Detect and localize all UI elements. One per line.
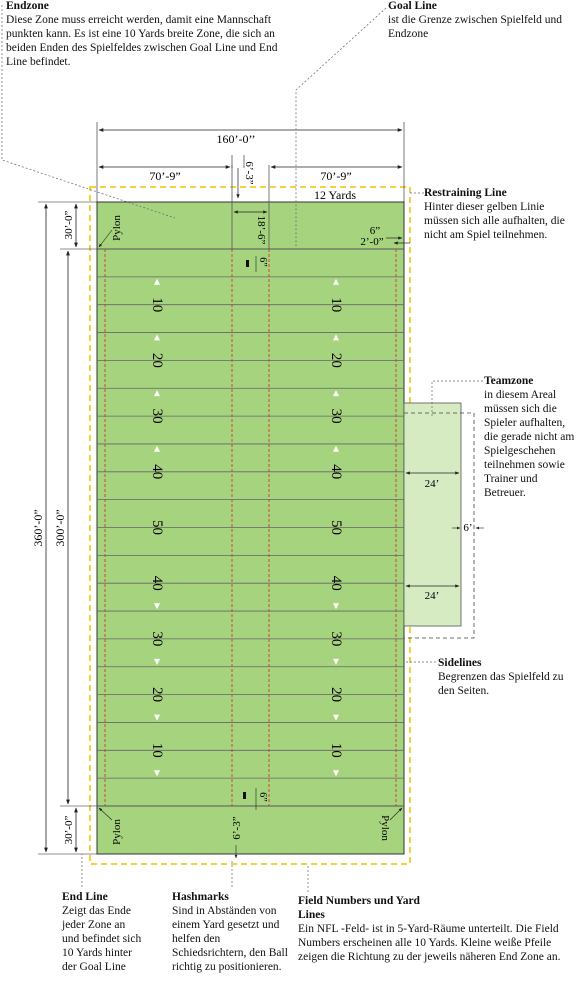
dim-hash-gap: 6’-3” bbox=[243, 161, 255, 184]
annotation-sidelines: Sidelines Begrenzen das Spielfeld zu den… bbox=[438, 656, 576, 698]
leader-teamzone bbox=[431, 380, 483, 418]
end-line-text: Zeigt das Ende jeder Zone an und befinde… bbox=[62, 905, 142, 973]
dim-total-length: 360’-0” bbox=[31, 509, 45, 546]
direction-arrow bbox=[333, 445, 339, 452]
direction-arrows bbox=[154, 278, 339, 777]
annotation-field-numbers: Field Numbers und Yard Lines Ein NFL -Fe… bbox=[298, 894, 576, 964]
annotation-goal-line: Goal Line ist die Grenze zwischen Spielf… bbox=[388, 0, 573, 41]
hashmarks-title: Hashmarks bbox=[172, 891, 229, 903]
yard-number: 10 bbox=[149, 743, 165, 758]
leader-goal-line bbox=[295, 7, 387, 248]
goal-line-title: Goal Line bbox=[388, 0, 437, 12]
direction-arrow bbox=[333, 658, 339, 665]
yard-number: 50 bbox=[149, 520, 165, 535]
teamzone-area bbox=[403, 402, 462, 627]
direction-arrow bbox=[154, 658, 160, 665]
yard-number: 30 bbox=[328, 409, 344, 424]
yard-number: 40 bbox=[328, 464, 344, 479]
dim-hash-len-bottom: 6” bbox=[257, 792, 268, 801]
pylon-bottom-left: Pylon bbox=[111, 819, 123, 845]
dim-hash-len-top: 6” bbox=[257, 257, 268, 266]
dim-endzone-bottom: 30’-0” bbox=[63, 816, 75, 845]
endzone-title: Endzone bbox=[6, 0, 49, 12]
dim-restraining-gap: 2’-0” bbox=[360, 236, 383, 248]
dim-left-width: 70’-9” bbox=[149, 169, 180, 183]
direction-arrow bbox=[154, 714, 160, 721]
yard-number: 20 bbox=[328, 687, 344, 702]
hash-mark-top bbox=[246, 260, 249, 267]
yard-number: 30 bbox=[328, 631, 344, 646]
yard-number: 40 bbox=[149, 464, 165, 479]
pylon-arrow-tl bbox=[98, 229, 113, 248]
dim-hash-gap-bottom: 6’-3” bbox=[231, 816, 243, 839]
teamzone-text: in diesem Areal müssen sich die Spieler … bbox=[484, 389, 575, 499]
yard-number: 30 bbox=[149, 409, 165, 424]
endzone-yards-label: 12 Yards bbox=[314, 188, 356, 202]
dim-field-length: 300’-0” bbox=[53, 509, 67, 546]
annotation-end-line: End Line Zeigt das Ende jeder Zone an un… bbox=[62, 890, 144, 974]
direction-arrow bbox=[154, 390, 160, 397]
dim-team-depth-top: 24’ bbox=[425, 478, 440, 490]
yard-numbers: 10 10 20 20 30 30 40 40 50 50 40 40 30 30 20 20 10 10 bbox=[149, 297, 344, 758]
direction-arrow bbox=[154, 770, 160, 777]
pylon-top-left: Pylon bbox=[111, 215, 123, 241]
endzone-text: Diese Zone muss erreicht werden, damit e… bbox=[6, 14, 278, 68]
dim-team-gap: 6’ bbox=[463, 522, 472, 534]
restraining-line bbox=[89, 186, 411, 865]
field-turf bbox=[96, 201, 405, 855]
direction-arrow bbox=[333, 714, 339, 721]
end-line-title: End Line bbox=[62, 891, 108, 903]
direction-arrow bbox=[154, 334, 160, 341]
sidelines-title: Sidelines bbox=[438, 657, 482, 669]
yard-number: 10 bbox=[149, 297, 165, 312]
yard-number: 30 bbox=[149, 631, 165, 646]
hashmarks-text: Sind in Abständen von einem Yard gesetzt… bbox=[172, 905, 288, 973]
yard-number: 10 bbox=[328, 297, 344, 312]
direction-arrow bbox=[333, 603, 339, 610]
sidelines-text: Begrenzen das Spielfeld zu den Seiten. bbox=[438, 671, 564, 697]
teamzone-outer-dashed bbox=[404, 412, 475, 639]
pylon-arrow-br bbox=[389, 807, 403, 821]
direction-arrow bbox=[333, 334, 339, 341]
restraining-line-title: Restraining Line bbox=[424, 187, 507, 199]
field-numbers-title: Field Numbers und Yard Lines bbox=[298, 895, 420, 921]
yard-number: 20 bbox=[149, 687, 165, 702]
hash-mark-bottom bbox=[243, 792, 246, 799]
direction-arrow bbox=[333, 278, 339, 285]
direction-arrow bbox=[154, 445, 160, 452]
dim-right-width: 70’-9” bbox=[320, 169, 351, 183]
field-numbers-text: Ein NFL -Feld- ist in 5-Yard-Räume unter… bbox=[298, 923, 561, 963]
teamzone-title: Teamzone bbox=[484, 375, 534, 387]
pylon-arrow-bl bbox=[98, 807, 113, 821]
yard-lines bbox=[97, 276, 404, 779]
dim-endzone-top: 30’-0” bbox=[63, 211, 75, 240]
annotation-endzone: Endzone Diese Zone muss erreicht werden,… bbox=[6, 0, 291, 69]
dim-goalpost-width: 18’-6” bbox=[255, 216, 267, 245]
dim-restraining-offset: 6” bbox=[370, 225, 381, 237]
annotation-restraining-line: Restraining Line Hinter dieser gelben Li… bbox=[424, 186, 576, 242]
leader-endzone bbox=[1, 5, 176, 219]
restraining-line-text: Hinter dieser gelben Linie müssen sich a… bbox=[424, 201, 565, 241]
yard-number: 50 bbox=[328, 520, 344, 535]
pylon-bottom-right: Pylon bbox=[379, 815, 391, 841]
direction-arrow bbox=[333, 770, 339, 777]
dim-total-width: 160’-0’’ bbox=[216, 132, 255, 146]
annotation-teamzone: Teamzone in diesem Areal müssen sich die… bbox=[484, 374, 576, 500]
yard-number: 40 bbox=[149, 576, 165, 591]
goal-line-text: ist die Grenze zwischen Spielfeld und En… bbox=[388, 14, 563, 40]
direction-arrow bbox=[333, 390, 339, 397]
yard-number: 20 bbox=[328, 353, 344, 368]
yard-number: 40 bbox=[328, 576, 344, 591]
yard-number: 10 bbox=[328, 743, 344, 758]
direction-arrow bbox=[154, 603, 160, 610]
annotation-hashmarks: Hashmarks Sind in Abständen von einem Ya… bbox=[172, 890, 292, 974]
direction-arrow bbox=[154, 278, 160, 285]
yard-number: 20 bbox=[149, 353, 165, 368]
dim-team-depth-bottom: 24’ bbox=[425, 590, 440, 602]
